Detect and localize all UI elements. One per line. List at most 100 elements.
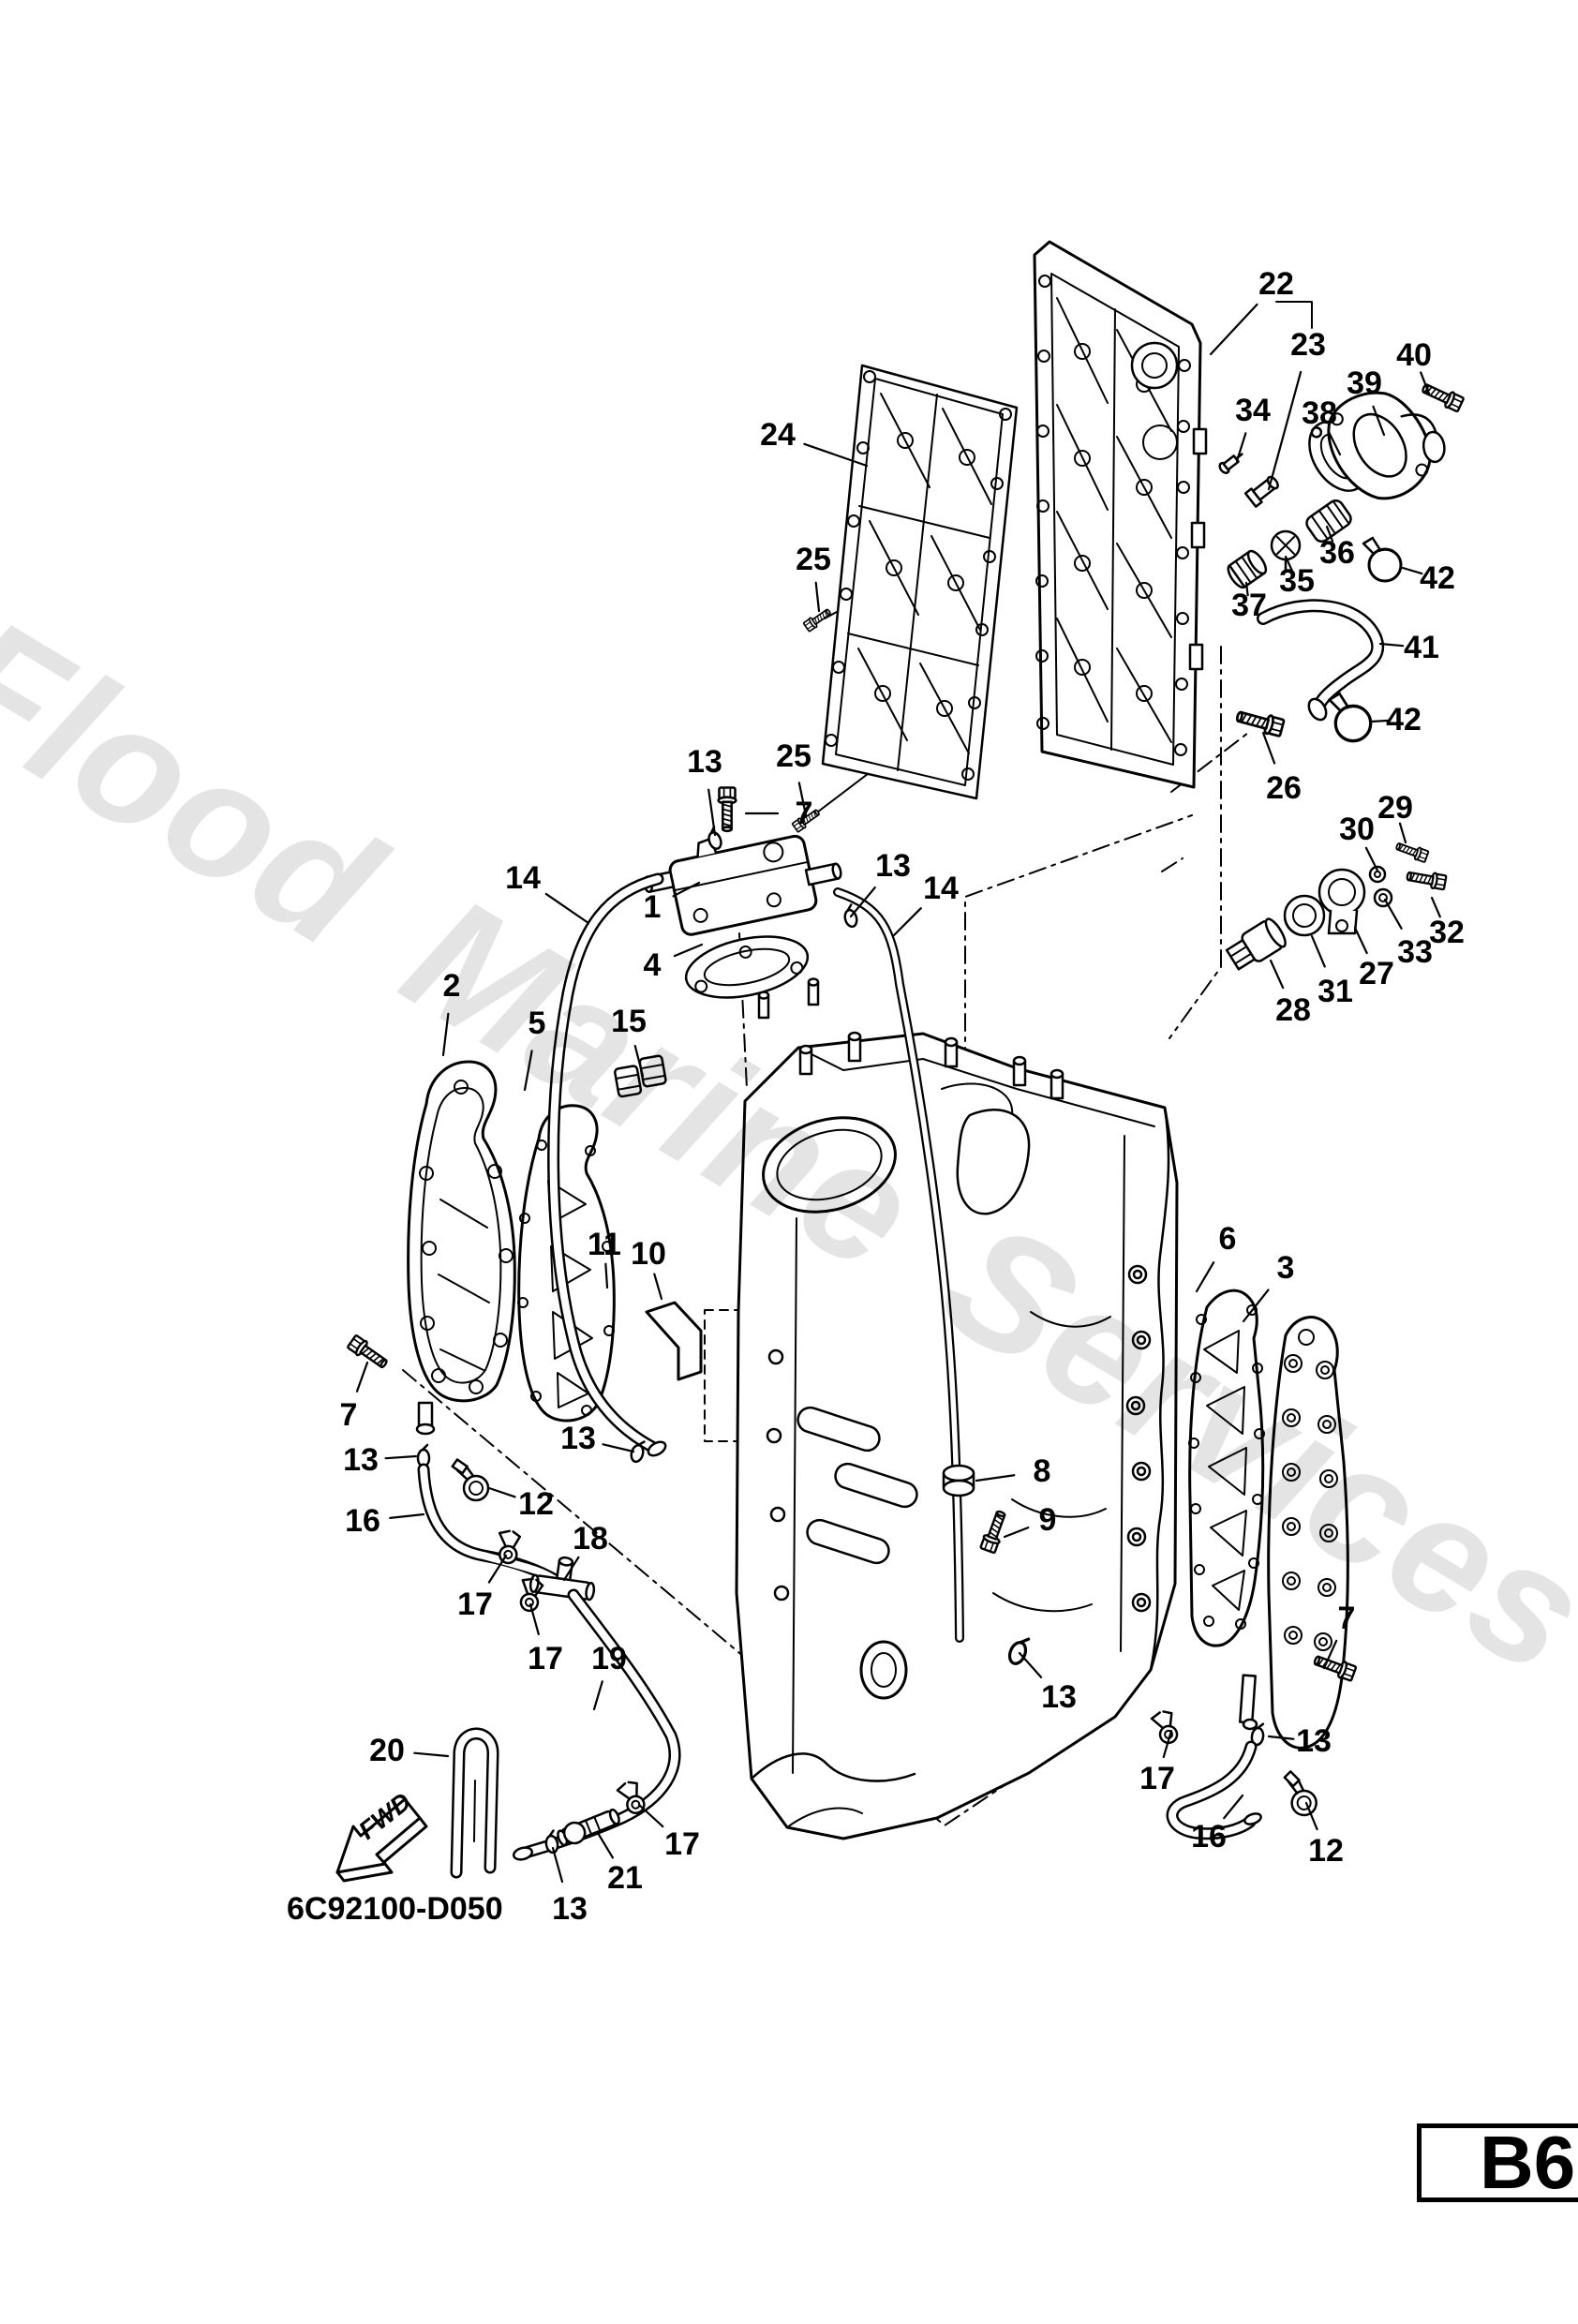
drawing-code: 6C92100-D050 <box>287 1891 503 1927</box>
callout-label-13: 13 <box>552 1891 588 1927</box>
callout-leader-7 <box>1322 1639 1338 1670</box>
callout-leader-17 <box>487 1554 508 1584</box>
water-outlet-39 <box>1327 391 1446 500</box>
valve-35 <box>1270 529 1302 572</box>
callout-label-17: 17 <box>457 1587 493 1622</box>
callout-label-26: 26 <box>1266 770 1302 806</box>
bracket-10 <box>645 1301 703 1381</box>
callout-leader-15 <box>633 1044 645 1078</box>
callout-label-16: 16 <box>345 1503 380 1539</box>
callout-leader-13 <box>1267 1735 1295 1740</box>
callout-label-40: 40 <box>1396 337 1432 373</box>
page-ref-label: B6 <box>1480 2121 1576 2204</box>
bolt-7-top <box>717 786 737 833</box>
callout-leader-7 <box>355 1361 369 1393</box>
callout-label-11: 11 <box>588 1227 621 1262</box>
callout-label-17: 17 <box>528 1641 563 1676</box>
callout-label-34: 34 <box>1235 393 1271 428</box>
callout-leader-40 <box>1420 371 1431 395</box>
hose-clamp-42b <box>1328 692 1373 743</box>
callout-label-13: 13 <box>687 744 722 780</box>
callout-label-19: 19 <box>591 1641 627 1676</box>
callout-label-6: 6 <box>1219 1221 1237 1257</box>
cover-holes <box>1035 275 1191 756</box>
callout-label-41: 41 <box>1404 630 1439 665</box>
callout-leader-22 <box>1209 303 1258 356</box>
anode-34 <box>1218 453 1243 474</box>
outer-plate-3 <box>1267 1316 1349 1750</box>
oil-pump-assembly-1 <box>643 834 842 936</box>
hose-clips-15 <box>614 1054 667 1098</box>
plate3-grommets <box>1282 1354 1338 1651</box>
page-ref-box: B6 <box>1417 2123 1578 2202</box>
callout-label-7: 7 <box>1338 1601 1356 1636</box>
callout-label-14: 14 <box>505 860 541 896</box>
callout-leader-11 <box>604 1262 609 1289</box>
callout-label-15: 15 <box>611 1004 647 1039</box>
callout-label-7: 7 <box>796 796 813 831</box>
callout-leader-28 <box>1269 959 1285 990</box>
callout-label-13: 13 <box>1041 1679 1077 1715</box>
callout-leader-32 <box>1430 896 1441 918</box>
callout-label-3: 3 <box>1277 1250 1295 1286</box>
clamp-12-left <box>451 1457 490 1502</box>
water-hose-41 <box>1257 599 1385 722</box>
callout-label-35: 35 <box>1279 563 1315 599</box>
t-joint-18 <box>528 1556 596 1601</box>
callout-leader-23 <box>1267 370 1303 491</box>
callout-leader-3 <box>1242 1289 1270 1323</box>
callout-leader-14 <box>544 892 590 925</box>
callout-label-28: 28 <box>1275 992 1311 1028</box>
callout-leader-17 <box>528 1602 540 1636</box>
breather-cover-22 <box>1033 240 1208 789</box>
ring-8 <box>942 1464 975 1497</box>
callout-leader-9 <box>1003 1526 1030 1539</box>
gasket24-holes <box>825 370 1012 781</box>
callout-leader-21 <box>596 1831 615 1859</box>
breather-hose-14a <box>547 872 667 1457</box>
block-rods <box>796 1406 918 1565</box>
callout-label-37: 37 <box>1231 588 1267 623</box>
callout-leader-10 <box>653 1273 663 1301</box>
callout-label-29: 29 <box>1377 790 1413 826</box>
plate2-holes <box>419 1080 514 1394</box>
callout-label-17: 17 <box>1139 1761 1175 1796</box>
callout-label-16: 16 <box>1191 1819 1227 1855</box>
callout-label-38: 38 <box>1302 395 1337 431</box>
holder-27 <box>1317 868 1366 935</box>
callout-label-7: 7 <box>340 1397 358 1433</box>
callout-leader-12 <box>1304 1801 1318 1831</box>
plug-28 <box>1225 917 1287 971</box>
callout-label-18: 18 <box>573 1521 608 1557</box>
callout-leader-13 <box>849 886 876 918</box>
callout-leader-20 <box>413 1751 450 1758</box>
callout-leader-26 <box>1261 731 1276 765</box>
callout-label-13: 13 <box>343 1442 379 1478</box>
fitting-37 <box>1227 549 1268 589</box>
callout-label-25: 25 <box>776 738 811 774</box>
washer-30 <box>1368 865 1387 884</box>
callout-leader-13 <box>707 788 717 837</box>
callout-label-14: 14 <box>923 871 959 906</box>
callout-leader-31 <box>1310 934 1326 968</box>
callout-label-13: 13 <box>560 1421 596 1456</box>
callout-label-39: 39 <box>1347 365 1382 401</box>
outer-plate-2 <box>407 1060 516 1436</box>
callout-leader-24 <box>803 442 869 468</box>
bolt-25a <box>802 605 834 633</box>
callout-leader-17 <box>637 1803 664 1828</box>
nipple-23 <box>1243 475 1279 508</box>
block-studs <box>757 977 1064 1100</box>
callout-leader-1 <box>672 881 701 898</box>
callout-leader-13 <box>384 1454 418 1460</box>
callout-leader-30 <box>1364 846 1379 872</box>
bellows-36 <box>1305 499 1352 544</box>
plate-gasket-5 <box>517 1104 616 1423</box>
callout-label-17: 17 <box>664 1826 700 1862</box>
callout-label-23: 23 <box>1290 327 1326 363</box>
callout-leader-13 <box>551 1846 564 1884</box>
callout-leader-18 <box>562 1556 580 1582</box>
callout-label-8: 8 <box>1034 1453 1051 1489</box>
block-bosses <box>1125 1264 1152 1613</box>
callout-label-12: 12 <box>1308 1833 1344 1869</box>
